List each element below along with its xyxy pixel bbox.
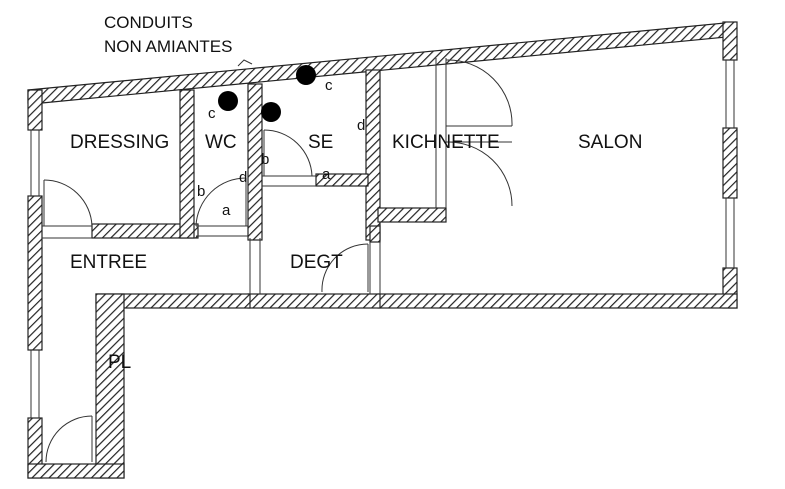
room-label-salon: SALON (578, 132, 643, 153)
conduits (218, 65, 316, 122)
salon-bottom-wall (377, 293, 738, 309)
wc-se-partition (247, 83, 263, 241)
kitchen-bottom-wall (377, 207, 447, 223)
thin-lines (30, 58, 735, 418)
room-label-se: SE (308, 132, 334, 153)
marker-se-c: c (325, 77, 333, 94)
top-wall (27, 21, 738, 104)
se-bottom-wall (315, 173, 369, 187)
left-wall-top (27, 89, 43, 131)
walls (27, 21, 738, 479)
right-wall-middle (722, 127, 738, 199)
marker-se-a: a (322, 166, 331, 183)
conduit-note-tick (237, 59, 253, 67)
se-door-swing (263, 129, 313, 177)
left-wall-mid (27, 195, 43, 351)
conduit-dot-se-top (296, 65, 316, 85)
right-wall-upper (722, 21, 738, 61)
conduit-dot-se-left (261, 102, 281, 122)
room-label-wc: WC (205, 132, 237, 153)
degt-bottom-wall (247, 293, 381, 309)
marker-wc-d: d (239, 169, 248, 186)
room-label-entree: ENTREE (70, 252, 148, 273)
marker-se-b: b (261, 151, 270, 168)
conduit-note-line1: CONDUITS (104, 13, 193, 32)
marker-wc-a: a (222, 202, 231, 219)
conduit-note-line2: NON AMIANTES (104, 37, 233, 56)
doors (43, 59, 513, 463)
marker-se-d: d (357, 117, 366, 134)
marker-wc-b: b (197, 183, 206, 200)
entrance-door-swing (45, 415, 93, 463)
dressing-door-swing (43, 179, 93, 227)
room-label-pl: PL (108, 352, 132, 373)
room-label-degt: DEGT (290, 252, 343, 273)
room-label-dressing: DRESSING (70, 132, 170, 153)
pl-right-wall (95, 293, 125, 479)
dressing-wc-partition (179, 89, 195, 239)
wc-door-swing (195, 177, 247, 227)
pl-bottom-wall (27, 463, 125, 479)
kitchen-door-swing-top (445, 59, 513, 127)
degt-right-stub (369, 225, 381, 243)
room-label-kitchenette: KICHNETTE (392, 132, 500, 153)
kitchen-door-swing-bot (445, 141, 513, 207)
dressing-bottom-wall (91, 223, 199, 239)
conduit-dot-wc (218, 91, 238, 111)
marker-wc-c: c (208, 105, 216, 122)
degt-door-swing (321, 243, 369, 293)
